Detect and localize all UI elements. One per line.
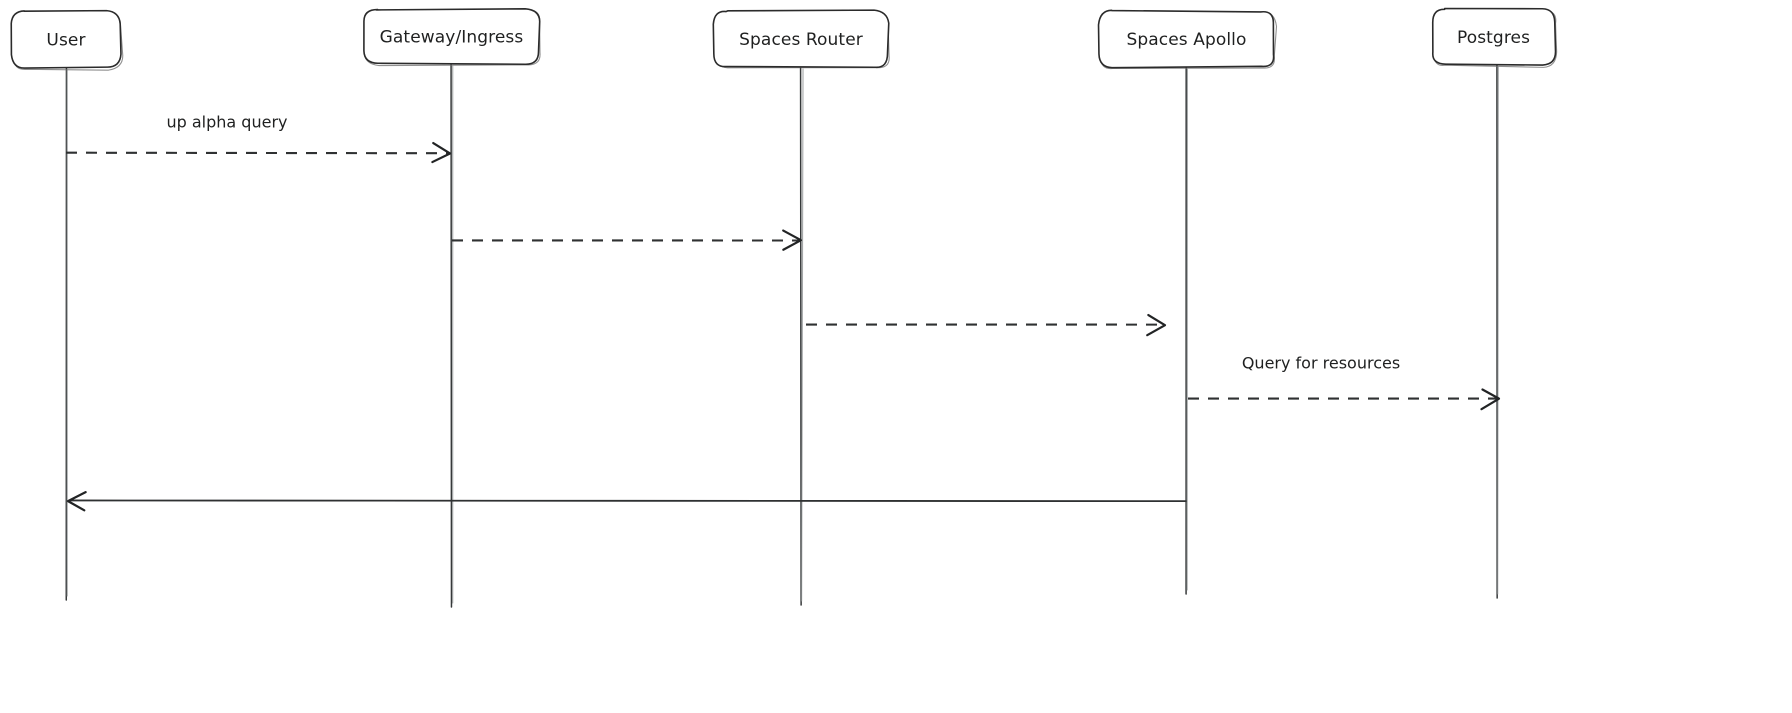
participant-label: Spaces Router (739, 30, 863, 50)
arrowhead-icon (782, 229, 803, 251)
participant-gateway[interactable]: Gateway/Ingress (363, 8, 541, 67)
messages-layer (65, 141, 1501, 512)
arrowhead-icon (1480, 388, 1501, 411)
lifelines-layer (65, 63, 1499, 608)
lifeline-router (799, 66, 804, 606)
participant-box (712, 9, 890, 69)
participant-label: Postgres (1457, 28, 1530, 48)
participant-box (1431, 7, 1557, 66)
message-4-apollo-to-postgres[interactable] (1187, 388, 1501, 411)
participant-label: Spaces Apollo (1126, 30, 1246, 50)
arrowhead-icon (431, 141, 452, 164)
arrowhead-icon (66, 491, 87, 512)
message-2-gateway-to-router[interactable] (451, 229, 803, 251)
lifeline-gateway (450, 63, 454, 608)
participant-label: Gateway/Ingress (380, 28, 524, 48)
participant-apollo[interactable]: Spaces Apollo (1097, 9, 1278, 70)
lifeline-postgres (1496, 64, 1499, 599)
lifeline-apollo (1185, 66, 1188, 595)
participants-layer: User Gateway/Ingress Spaces Router Spaces A… (10, 7, 1558, 71)
participant-box (1097, 9, 1275, 69)
participant-label: User (46, 31, 85, 51)
message-5-apollo-to-user[interactable] (66, 491, 1187, 512)
lifeline-user (65, 67, 68, 601)
arrowhead-icon (1146, 313, 1167, 337)
message-3-router-to-apollo[interactable] (805, 313, 1167, 337)
message-label: up alpha query (166, 113, 287, 132)
participant-box (10, 9, 122, 69)
message-line (69, 499, 1187, 503)
participant-box (363, 8, 541, 66)
message-label: Query for resources (1242, 354, 1400, 373)
participant-postgres[interactable]: Postgres (1431, 7, 1558, 68)
participant-router[interactable]: Spaces Router (712, 9, 890, 69)
message-1-user-to-gateway[interactable] (65, 141, 452, 164)
participant-user[interactable]: User (10, 9, 124, 71)
message-line (65, 151, 449, 155)
